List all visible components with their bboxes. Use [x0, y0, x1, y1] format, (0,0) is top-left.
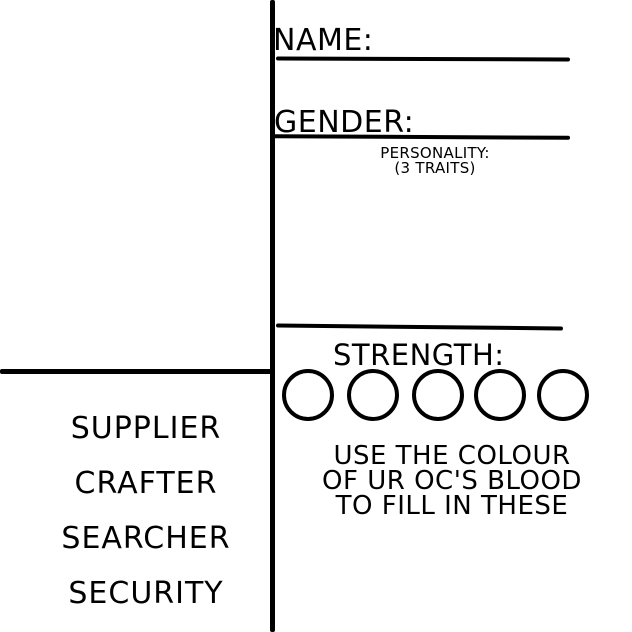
- role-supplier[interactable]: SUPPLIER: [70, 411, 222, 446]
- strength-label: STRENGTH:: [333, 338, 505, 372]
- gender-label: GENDER:: [274, 105, 415, 140]
- personality-field[interactable]: [278, 182, 568, 322]
- personality-label: PERSONALITY: (3 TRAITS): [345, 146, 525, 176]
- personality-label-line1: PERSONALITY:: [380, 144, 490, 162]
- strength-circle-3[interactable]: [412, 369, 464, 421]
- name-field[interactable]: [385, 18, 570, 56]
- gender-field[interactable]: [440, 100, 570, 134]
- strength-circle-2[interactable]: [347, 369, 399, 421]
- strength-circle-1[interactable]: [282, 369, 334, 421]
- left-horizontal-divider: [0, 369, 273, 374]
- name-label: NAME:: [273, 23, 374, 58]
- strength-circle-4[interactable]: [474, 369, 526, 421]
- personality-underline: [275, 323, 564, 331]
- role-security[interactable]: SECURITY: [68, 576, 224, 611]
- strength-circle-5[interactable]: [537, 369, 589, 421]
- instructions-line3: TO FILL IN THESE: [335, 491, 569, 521]
- name-underline: [275, 56, 571, 62]
- strength-instructions: USE THE COLOUR OF UR OC'S BLOOD TO FILL …: [277, 441, 627, 521]
- personality-label-line2: (3 TRAITS): [394, 159, 476, 177]
- instructions-line2: OF UR OC'S BLOOD: [322, 466, 582, 496]
- portrait-drawing-area[interactable]: [0, 0, 270, 368]
- role-crafter[interactable]: CRAFTER: [74, 466, 218, 501]
- vertical-divider: [270, 0, 275, 632]
- instructions-line1: USE THE COLOUR: [333, 441, 571, 471]
- role-searcher[interactable]: SEARCHER: [61, 521, 231, 556]
